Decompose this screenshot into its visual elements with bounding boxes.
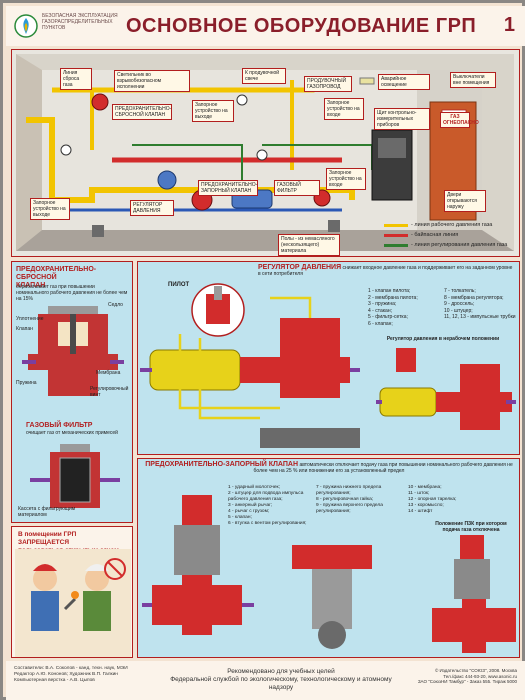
psk-lbl-membrane: Мембрана bbox=[96, 370, 121, 376]
regulator-idle-caption: Регулятор давления в нерабочем положении bbox=[386, 336, 500, 342]
pzk-panel: ПРЕДОХРАНИТЕЛЬНО-ЗАПОРНЫЙ КЛАПАН автомат… bbox=[137, 458, 520, 658]
gas-logo-icon bbox=[14, 14, 38, 38]
lbl-safety-relief: ПРЕДОХРАНИТЕЛЬНО-СБРОСНОЙ КЛАПАН bbox=[112, 104, 172, 120]
pzk-desc: автоматически отключает подачу газа при … bbox=[253, 462, 513, 474]
filter-drawing bbox=[30, 444, 120, 508]
legend-working: - линия рабочего давления газа bbox=[384, 222, 492, 228]
psk-lbl-valve: Клапан bbox=[16, 326, 33, 332]
legend-swatch bbox=[384, 233, 408, 237]
filter-desc: очищает газ от механических примесей bbox=[26, 430, 118, 436]
pzk-closed-drawing bbox=[432, 535, 516, 653]
pzk-heading: ПРЕДОХРАНИТЕЛЬНО-ЗАПОРНЫЙ КЛАПАН автомат… bbox=[144, 461, 514, 474]
lbl-shutoff: ПРЕДОХРАНИТЕЛЬНО-ЗАПОРНЫЙ КЛАПАН bbox=[198, 180, 258, 196]
regulator-panel: РЕГУЛЯТОР ДАВЛЕНИЯ снижает входное давле… bbox=[137, 261, 520, 455]
lbl-regulator: РЕГУЛЯТОР ДАВЛЕНИЯ bbox=[130, 200, 174, 216]
psk-lbl-screw: Регулировочный винт bbox=[90, 386, 129, 398]
pzk-drawing bbox=[142, 495, 372, 649]
pzk-closed-caption: Положение ПЗК при котором подача газа от… bbox=[435, 521, 507, 533]
footer-publisher: © Издательство "СОЮЗ", 2008. Москва Тел.… bbox=[417, 668, 517, 684]
psk-lbl-seal: Уплотнение bbox=[16, 316, 44, 322]
lbl-valve-out-top: Запорное устройство на выходе bbox=[192, 100, 234, 122]
psk-lbl-spring: Пружина bbox=[16, 380, 37, 386]
lbl-lamp: Светильник во взрывобезопасном исполнени… bbox=[114, 70, 190, 92]
lbl-floor: Полы - из немасляного (нескользящего) ма… bbox=[278, 234, 340, 256]
lbl-purge: Линия сброса газа bbox=[60, 68, 92, 90]
lbl-switch: Выключатели вне помещения bbox=[450, 72, 496, 88]
lbl-purge-pipe: ПРОДУВОЧНЫЙ ГАЗОПРОВОД bbox=[304, 76, 352, 92]
filter-cassette: Кассета с фильтрующим материалом bbox=[18, 506, 76, 518]
lbl-cabinet: Щит контрольно-измерительных приборов bbox=[374, 108, 430, 130]
regulator-desc: снижает входное давление газа и поддержи… bbox=[258, 265, 513, 277]
regulator-title: РЕГУЛЯТОР ДАВЛЕНИЯ bbox=[258, 264, 342, 271]
filter-title: ГАЗОВЫЙ ФИЛЬТР bbox=[26, 422, 93, 429]
poster-number: 1 bbox=[503, 14, 515, 36]
psk-lbl-saddle: Седло bbox=[108, 302, 123, 308]
pzk-parts-a: 1 - ударный молоточек; 2 - штуцер для по… bbox=[228, 485, 307, 526]
lbl-valve-in-bottom: Запорное устройство на входе bbox=[326, 168, 366, 190]
lbl-emergency-light: Аварийное освещение bbox=[378, 74, 430, 90]
regulator-idle-drawing bbox=[376, 348, 516, 430]
pzk-parts-b: 7 - пружина нижнего предела регулировани… bbox=[316, 485, 383, 514]
lbl-door-open: Двери открываются наружу bbox=[444, 190, 486, 212]
legend-bypass: - байпасная линия bbox=[384, 232, 458, 238]
page-title: ОСНОВНОЕ ОБОРУДОВАНИЕ ГРП bbox=[126, 15, 477, 37]
lbl-purge-line2: К продувочной свече bbox=[242, 68, 286, 84]
psk-panel: ПРЕДОХРАНИТЕЛЬНО-СБРОСНОЙ КЛАПАН обрабат… bbox=[11, 261, 133, 523]
lbl-valve-out-bottom: Запорное устройство на выходе bbox=[30, 198, 70, 220]
psk-title: ПРЕДОХРАНИТЕЛЬНО-СБРОСНОЙ КЛАПАН bbox=[16, 266, 97, 289]
regulator-parts-right: 7 - толкатель; 8 - мембрана регулятора; … bbox=[444, 288, 516, 320]
grp-scheme-panel: Линия сброса газа Светильник во взрывобе… bbox=[11, 49, 520, 257]
header: БЕЗОПАСНАЯ ЭКСПЛУАТАЦИЯ ГАЗОРАСПРЕДЕЛИТЕ… bbox=[6, 6, 525, 46]
warning-panel: В помещении ГРП ЗАПРЕЩАЕТСЯ пользоваться… bbox=[11, 526, 133, 658]
footer: Составители: В.А. Соколов - канд. техн. … bbox=[6, 661, 525, 700]
regulator-parts-left: 1 - клапан пилота; 2 - мембрана пилота; … bbox=[368, 288, 418, 327]
footer-credits: Составители: В.А. Соколов - канд. техн. … bbox=[14, 666, 128, 683]
lbl-door-sign: ГАЗ ОГНЕОПАСНО bbox=[440, 112, 479, 128]
psk-valve-drawing bbox=[22, 306, 124, 396]
pilot-label: ПИЛОТ bbox=[168, 282, 190, 288]
legend-regulation: - линия регулирования давления газа bbox=[384, 242, 507, 248]
psk-desc: обрабатывает газ при повышении номинальн… bbox=[16, 284, 128, 302]
pzk-title: ПРЕДОХРАНИТЕЛЬНО-ЗАПОРНЫЙ КЛАПАН bbox=[145, 461, 299, 468]
legend-swatch bbox=[384, 243, 408, 247]
lbl-filter: ГАЗОВЫЙ ФИЛЬТР bbox=[274, 180, 320, 196]
lbl-valve-in: Запорное устройство на входе bbox=[324, 98, 364, 120]
regulator-heading: РЕГУЛЯТОР ДАВЛЕНИЯ снижает входное давле… bbox=[258, 264, 514, 277]
pzk-parts-c: 10 - мембрана; 11 - шток; 12 - опорная т… bbox=[408, 485, 457, 514]
footer-center: Рекомендовано для учебных целей Федераль… bbox=[170, 668, 392, 691]
org-text: БЕЗОПАСНАЯ ЭКСПЛУАТАЦИЯ ГАЗОРАСПРЕДЕЛИТЕ… bbox=[42, 13, 118, 31]
legend-swatch bbox=[384, 223, 408, 227]
workers-illustration bbox=[15, 549, 131, 657]
regulator-drawing bbox=[140, 283, 360, 448]
